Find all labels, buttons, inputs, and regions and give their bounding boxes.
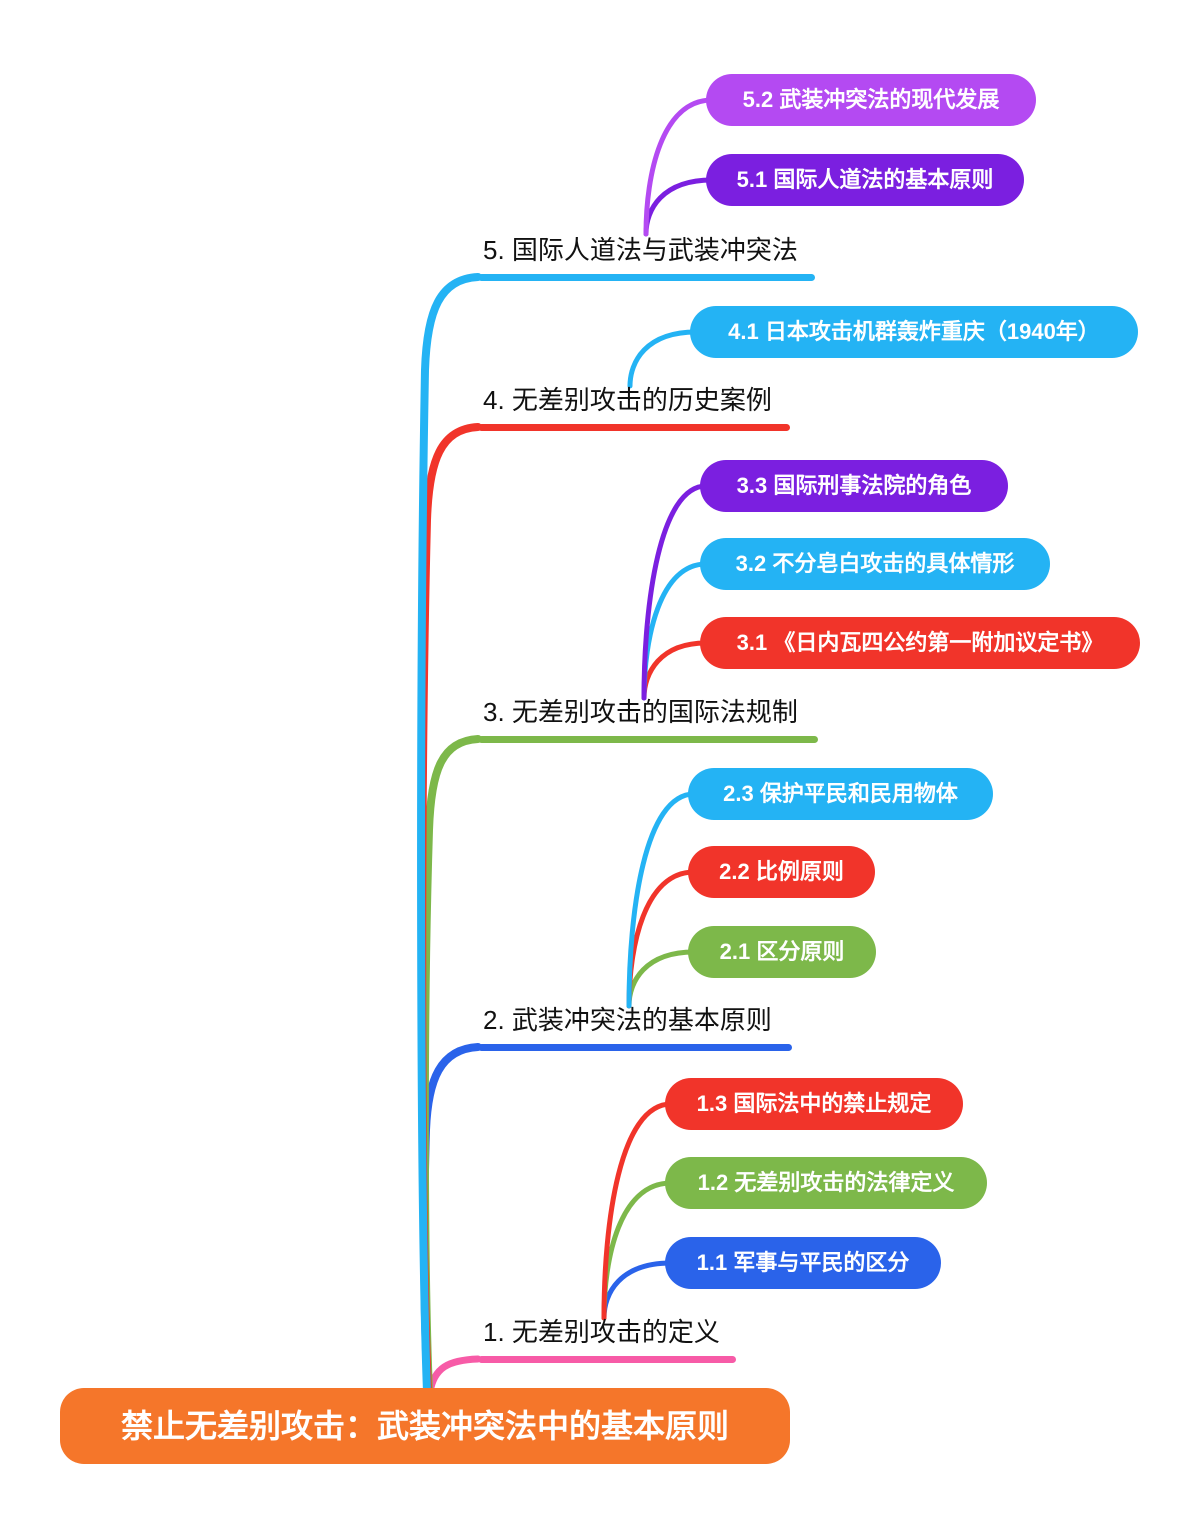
branch-3-child-1-link-curve — [641, 640, 709, 701]
child-node-1-3[interactable]: 1.3 国际法中的禁止规定 — [665, 1078, 963, 1130]
branch-1-underline — [478, 1356, 736, 1363]
branch-2-label[interactable]: 2. 武装冲突法的基本原则 — [483, 1005, 772, 1035]
branch-4-child-1-link-curve — [627, 329, 699, 389]
branch-5-trunk-curve — [417, 273, 482, 1396]
child-node-3-2[interactable]: 3.2 不分皂白攻击的具体情形 — [700, 538, 1050, 590]
child-node-1-2[interactable]: 1.2 无差别攻击的法律定义 — [665, 1157, 987, 1209]
branch-5-label[interactable]: 5. 国际人道法与武装冲突法 — [483, 235, 798, 265]
child-node-1-1[interactable]: 1.1 军事与平民的区分 — [665, 1237, 941, 1289]
branch-2-trunk-curve — [420, 1043, 482, 1396]
child-node-5-2[interactable]: 5.2 武装冲突法的现代发展 — [706, 74, 1036, 126]
branch-1-label[interactable]: 1. 无差别攻击的定义 — [483, 1317, 720, 1347]
branch-2-child-3-link-curve — [626, 791, 697, 1009]
branch-5-child-2-link-curve — [643, 97, 715, 237]
branch-3-child-3-link-curve — [641, 483, 709, 701]
branch-3-label[interactable]: 3. 无差别攻击的国际法规制 — [483, 697, 798, 727]
branch-4-underline — [478, 424, 790, 431]
child-node-4-1[interactable]: 4.1 日本攻击机群轰炸重庆（1940年） — [690, 306, 1138, 358]
child-node-5-1[interactable]: 5.1 国际人道法的基本原则 — [706, 154, 1024, 206]
branch-1-child-3-link-curve — [601, 1101, 674, 1321]
root-node[interactable]: 禁止无差别攻击：武装冲突法中的基本原则 — [60, 1388, 790, 1464]
branch-5-child-1-link-curve — [643, 177, 715, 237]
child-node-2-1[interactable]: 2.1 区分原则 — [688, 926, 876, 978]
branch-1-child-1-link-curve — [601, 1260, 674, 1321]
child-node-3-3[interactable]: 3.3 国际刑事法院的角色 — [700, 460, 1008, 512]
branch-3-underline — [478, 736, 818, 743]
branch-3-trunk-curve — [420, 735, 482, 1396]
child-node-2-2[interactable]: 2.2 比例原则 — [688, 846, 875, 898]
child-node-2-3[interactable]: 2.3 保护平民和民用物体 — [688, 768, 993, 820]
branch-5-underline — [478, 274, 815, 281]
child-node-3-1[interactable]: 3.1 《日内瓦四公约第一附加议定书》 — [700, 617, 1140, 669]
branch-2-underline — [478, 1044, 792, 1051]
branch-4-label[interactable]: 4. 无差别攻击的历史案例 — [483, 385, 772, 415]
branch-2-child-1-link-curve — [626, 949, 697, 1009]
